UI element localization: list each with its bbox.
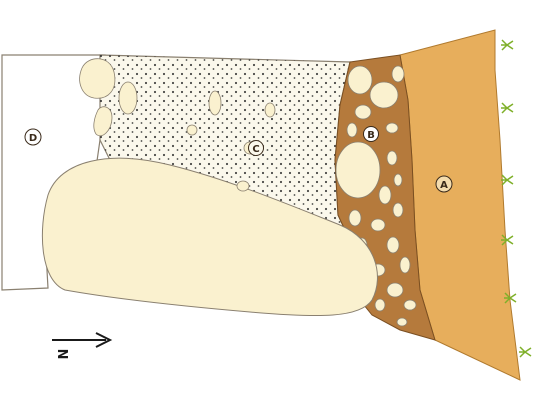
svg-text:D: D <box>29 133 37 144</box>
arrow-right-icon <box>52 333 110 347</box>
grass-tuft-icon <box>501 235 513 245</box>
grass-tuft-icon <box>519 347 531 357</box>
grass-tuft-icon <box>501 175 513 185</box>
svg-text:A: A <box>440 180 448 191</box>
label-b: B <box>364 127 379 142</box>
north-arrow: N <box>52 333 110 359</box>
svg-text:C: C <box>252 144 259 155</box>
grass-tuft-icon <box>501 40 513 50</box>
label-a: A <box>436 176 452 192</box>
grass-tuft-icon <box>501 103 513 113</box>
north-label: N <box>57 349 72 360</box>
label-d: D <box>25 129 41 145</box>
label-c: C <box>249 141 264 156</box>
svg-text:B: B <box>367 130 375 141</box>
